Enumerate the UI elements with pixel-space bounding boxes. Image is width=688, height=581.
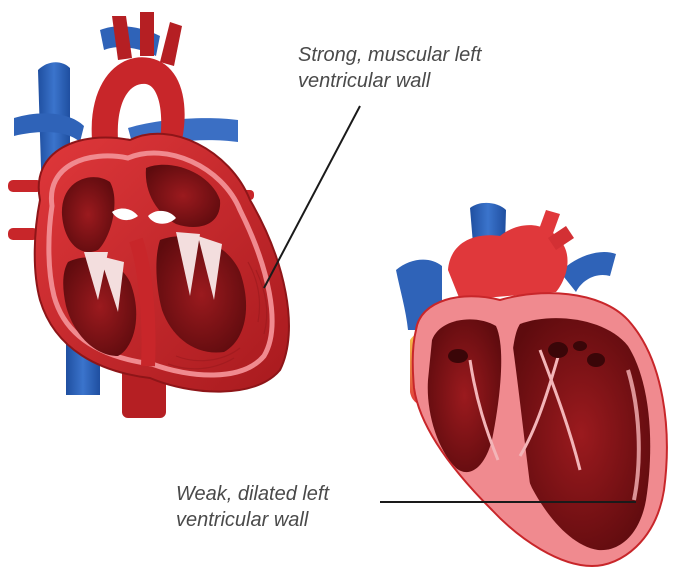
failing-valve-opening-2 [548, 342, 568, 358]
healthy-wall-label: Strong, muscular left ventricular wall [298, 42, 481, 94]
failing-aortic-arch [448, 225, 568, 300]
failing-heart-illustration [396, 203, 667, 566]
healthy-wall-label-line-2: ventricular wall [298, 68, 481, 94]
healthy-aorta-branch-1 [112, 16, 132, 60]
failing-valve-opening-4 [573, 341, 587, 351]
failing-valve-opening-3 [587, 353, 605, 367]
failing-valve-opening-1 [448, 349, 468, 363]
failing-aorta-branch [538, 210, 560, 236]
healthy-vessel-stub-2 [8, 228, 38, 240]
failing-wall-label-line-2: ventricular wall [176, 507, 329, 533]
healthy-heart-illustration [8, 12, 289, 418]
failing-wall-label-line-1: Weak, dilated left [176, 481, 329, 507]
healthy-aorta-branch-3 [160, 22, 182, 66]
healthy-wall-label-line-1: Strong, muscular left [298, 42, 481, 68]
failing-pulmonary-artery-right [560, 252, 616, 292]
healthy-wall-leader-line [264, 106, 360, 288]
healthy-vessel-stub-1 [8, 180, 42, 192]
failing-wall-label: Weak, dilated left ventricular wall [176, 481, 329, 533]
healthy-aorta-branch-2 [140, 12, 154, 56]
